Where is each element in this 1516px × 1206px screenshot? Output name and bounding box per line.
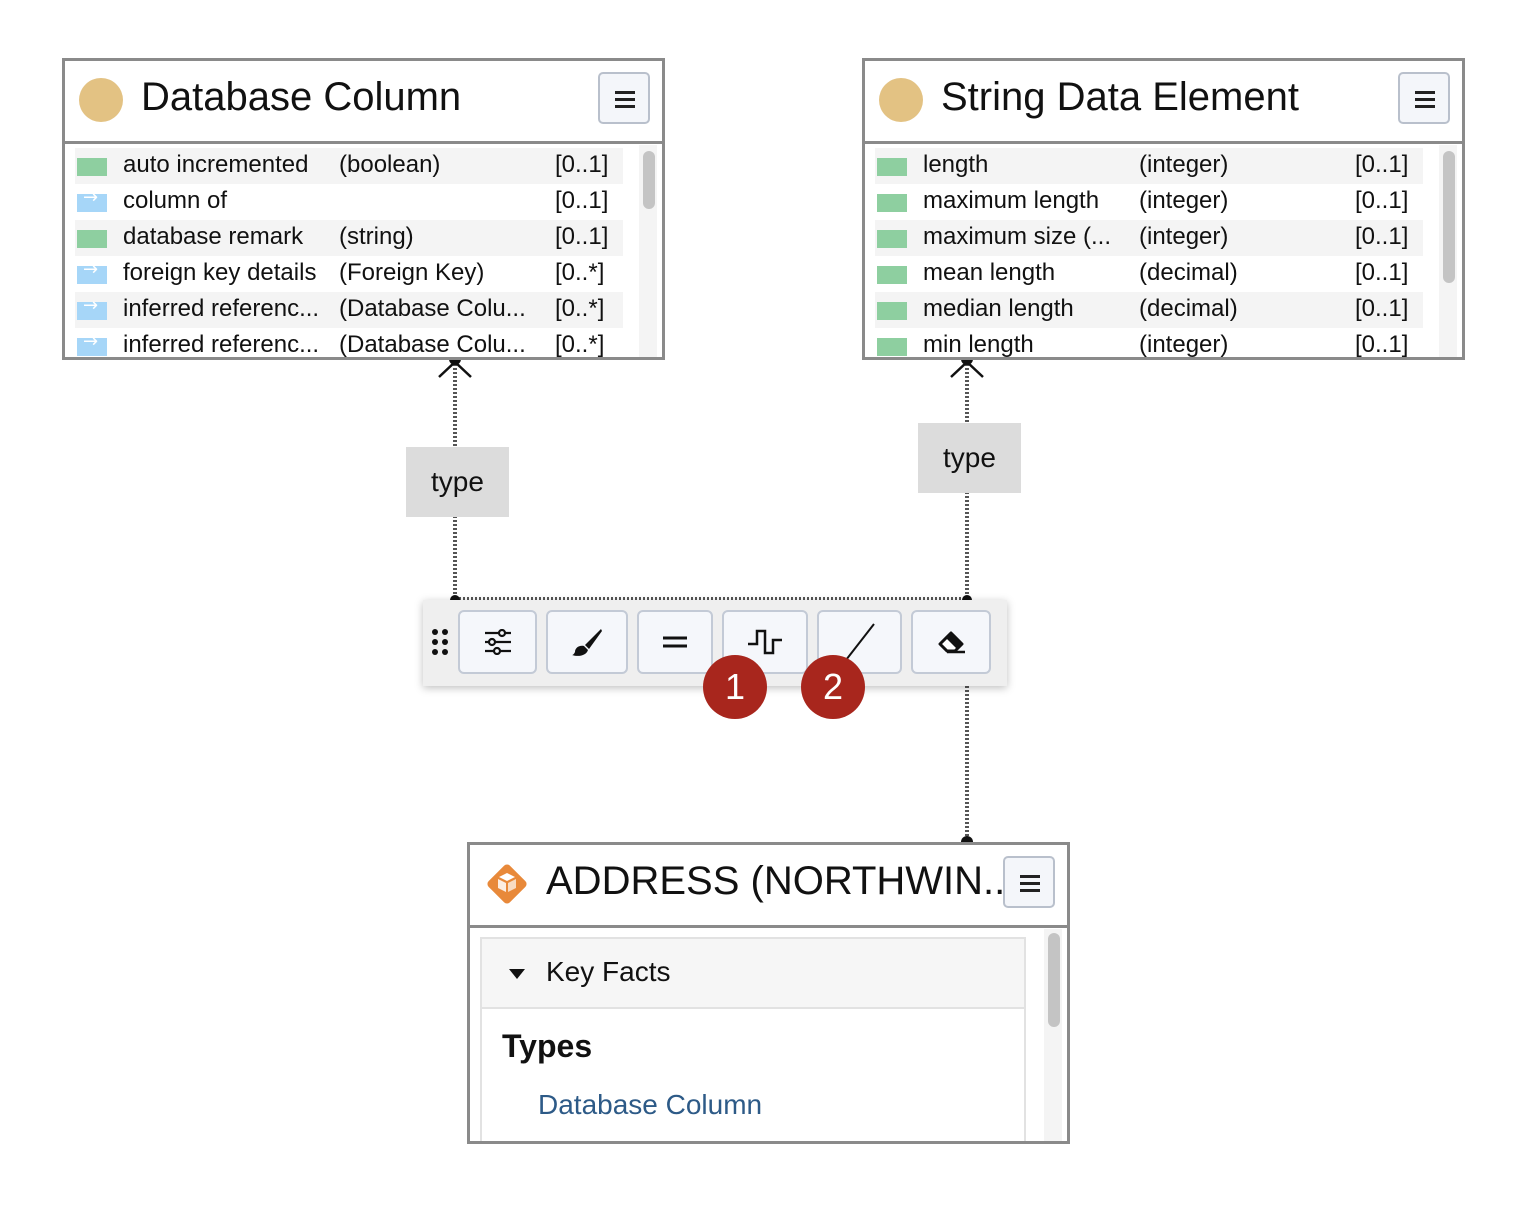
step-line-icon	[748, 629, 782, 655]
relationship-icon	[77, 331, 107, 356]
attribute-icon	[877, 194, 907, 212]
edge-label-type[interactable]: type	[406, 447, 509, 517]
edge-label-type[interactable]: type	[918, 423, 1021, 493]
attribute-icon	[877, 338, 907, 356]
relationship-icon	[77, 295, 107, 320]
attribute-icon	[877, 230, 907, 248]
list-item[interactable]: column of[0..1]	[75, 184, 623, 220]
card-header: String Data Element	[865, 61, 1462, 144]
card-title: String Data Element	[941, 75, 1299, 119]
database-column-card[interactable]: Database Column auto incremented(boolean…	[62, 58, 665, 360]
card-menu-button[interactable]	[1003, 856, 1055, 908]
list-item[interactable]: length(integer)[0..1]	[875, 148, 1423, 184]
data-asset-icon	[487, 864, 527, 904]
scrollbar[interactable]	[639, 145, 657, 357]
key-facts-section-header[interactable]: Key Facts	[480, 937, 1026, 1009]
list-item[interactable]: median length(decimal)[0..1]	[875, 292, 1423, 328]
entity-type-icon	[879, 78, 923, 122]
address-card[interactable]: ADDRESS (NORTHWIN... Key Facts Types Dat…	[467, 842, 1070, 1144]
scrollbar[interactable]	[1439, 145, 1457, 357]
string-data-element-card[interactable]: String Data Element length(integer)[0..1…	[862, 58, 1465, 360]
list-item[interactable]: database remark(string)[0..1]	[75, 220, 623, 256]
straight-line-icon	[844, 623, 875, 661]
edge-toolbar	[423, 600, 1007, 686]
relationship-icon	[77, 187, 107, 212]
drag-handle-icon[interactable]	[430, 628, 450, 656]
edge-style-button[interactable]	[546, 610, 628, 674]
card-title: Database Column	[141, 75, 462, 119]
list-item[interactable]: mean length(decimal)[0..1]	[875, 256, 1423, 292]
list-item[interactable]: inferred referenc...(Database Colu...[0.…	[75, 292, 623, 328]
card-menu-button[interactable]	[1398, 72, 1450, 124]
equals-icon	[663, 636, 687, 648]
scrollbar-thumb[interactable]	[1443, 151, 1455, 283]
card-header: Database Column	[65, 61, 662, 144]
attribute-list: length(integer)[0..1] maximum length(int…	[875, 148, 1423, 357]
attribute-list: auto incremented(boolean)[0..1] column o…	[75, 148, 623, 357]
list-item[interactable]: inferred referenc...(Database Colu...[0.…	[75, 328, 623, 357]
parallel-line-button[interactable]	[637, 610, 713, 674]
entity-type-icon	[79, 78, 123, 122]
brush-icon	[572, 629, 602, 656]
attribute-icon	[877, 158, 907, 176]
step-badge-2: 2	[801, 655, 865, 719]
list-item[interactable]: auto incremented(boolean)[0..1]	[75, 148, 623, 184]
section-body	[480, 1009, 1026, 1141]
card-title: ADDRESS (NORTHWIN...	[546, 859, 1017, 903]
list-item[interactable]: min length(integer)[0..1]	[875, 328, 1423, 357]
relationship-icon	[77, 259, 107, 284]
card-header: ADDRESS (NORTHWIN...	[470, 845, 1067, 928]
list-item[interactable]: maximum size (...(integer)[0..1]	[875, 220, 1423, 256]
section-label: Key Facts	[546, 956, 671, 987]
attribute-icon	[877, 302, 907, 320]
edge-properties-button[interactable]	[458, 610, 537, 674]
attribute-icon	[877, 266, 907, 284]
attribute-icon	[77, 230, 107, 248]
type-link[interactable]: Database Column	[538, 1089, 763, 1120]
eraser-icon	[938, 631, 965, 654]
scrollbar-thumb[interactable]	[643, 151, 655, 209]
erase-edge-button[interactable]	[911, 610, 991, 674]
scrollbar[interactable]	[1044, 929, 1062, 1141]
card-menu-button[interactable]	[598, 72, 650, 124]
caret-down-icon	[509, 969, 525, 979]
attribute-icon	[77, 158, 107, 176]
sliders-icon	[484, 629, 511, 655]
list-item[interactable]: maximum length(integer)[0..1]	[875, 184, 1423, 220]
scrollbar-thumb[interactable]	[1048, 933, 1060, 1027]
list-item[interactable]: foreign key details(Foreign Key)[0..*]	[75, 256, 623, 292]
step-badge-1: 1	[703, 655, 767, 719]
types-heading: Types	[502, 1028, 593, 1064]
